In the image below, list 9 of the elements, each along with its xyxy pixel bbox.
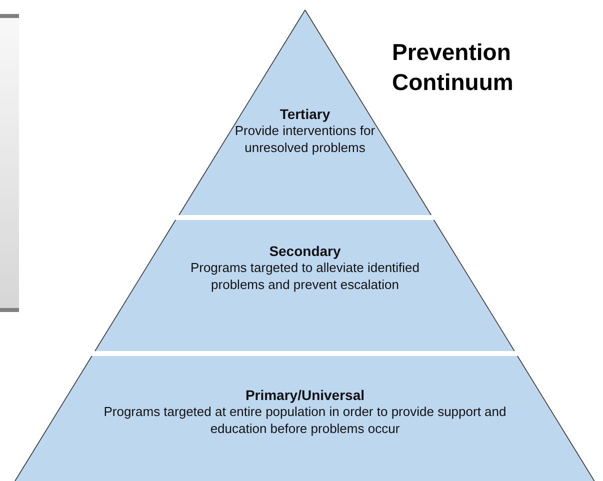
- diagram-title: Prevention Continuum: [392, 38, 514, 97]
- pyramid-tier: [95, 220, 515, 351]
- tier-heading: Secondary: [268, 242, 342, 260]
- pyramid-tier: [15, 356, 595, 481]
- tier-description: Programs targeted at entire population in order to provide support and education before problems occur: [102, 404, 508, 438]
- tier-heading: Tertiary: [278, 105, 332, 124]
- tier-heading: Primary/Universal: [244, 386, 366, 404]
- tier-description: Programs targeted to alleviate identified problems and prevent escalation: [190, 260, 420, 294]
- tier-description: Provide interventions for unresolved problems: [234, 123, 376, 157]
